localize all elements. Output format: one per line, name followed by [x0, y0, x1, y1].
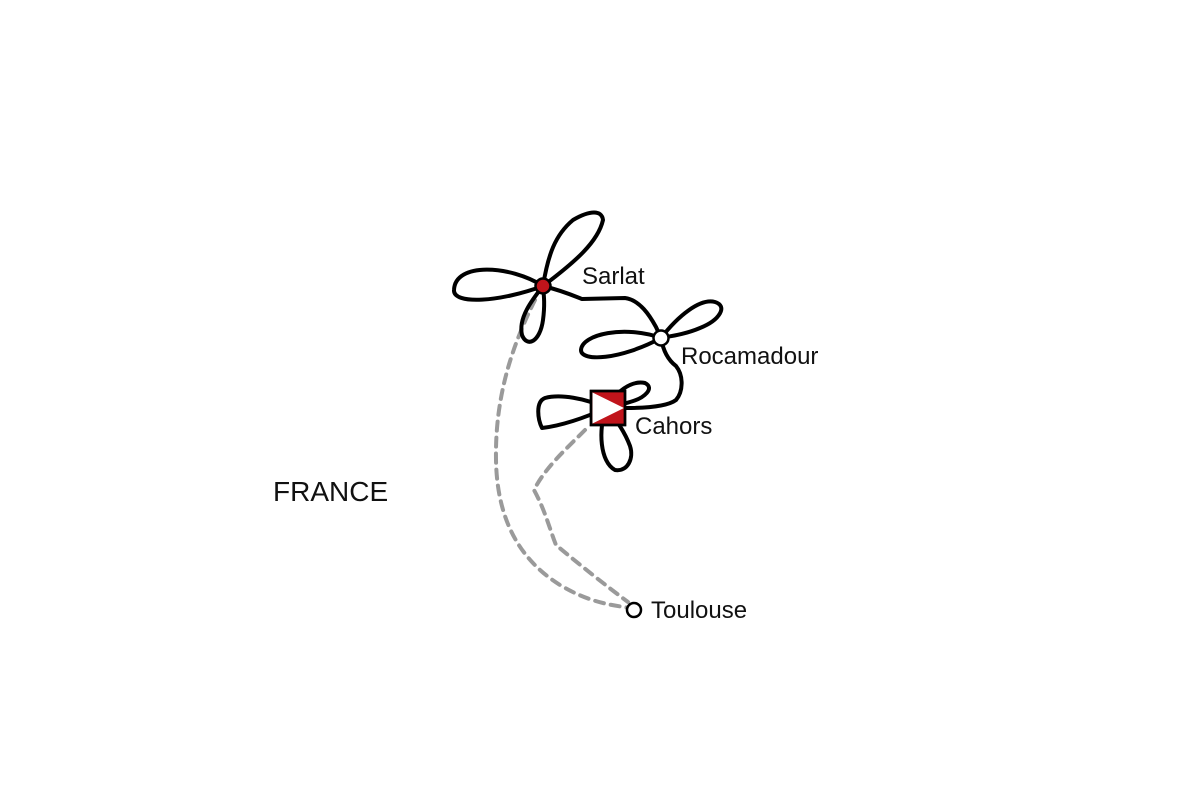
rocamadour-loop-east [659, 299, 724, 340]
place-label-cahors: Cahors [635, 413, 713, 440]
transfer-route-cahors-toulouse [531, 428, 630, 604]
rocamadour-loop-west [579, 329, 663, 360]
country-label: FRANCE [273, 476, 389, 507]
cahors-start-end-icon [589, 389, 627, 427]
place-label-rocamadour: Rocamadour [681, 343, 819, 370]
cahors-loop-west [536, 394, 608, 430]
toulouse-marker [625, 601, 643, 619]
route-rocamadour-cahors [624, 336, 684, 410]
sarlat-loop-west [452, 267, 545, 302]
place-label-toulouse: Toulouse [651, 597, 748, 624]
transfer-routes [493, 298, 632, 610]
place-label-sarlat: Sarlat [582, 263, 645, 290]
route-sarlat-rocamadour [541, 284, 663, 340]
transfer-route-sarlat-toulouse [493, 298, 632, 610]
main-route [452, 210, 724, 473]
rocamadour-marker [652, 329, 670, 347]
sarlat-loop-north [541, 210, 605, 288]
sarlat-loop-south [519, 284, 547, 344]
sarlat-marker [534, 277, 552, 295]
